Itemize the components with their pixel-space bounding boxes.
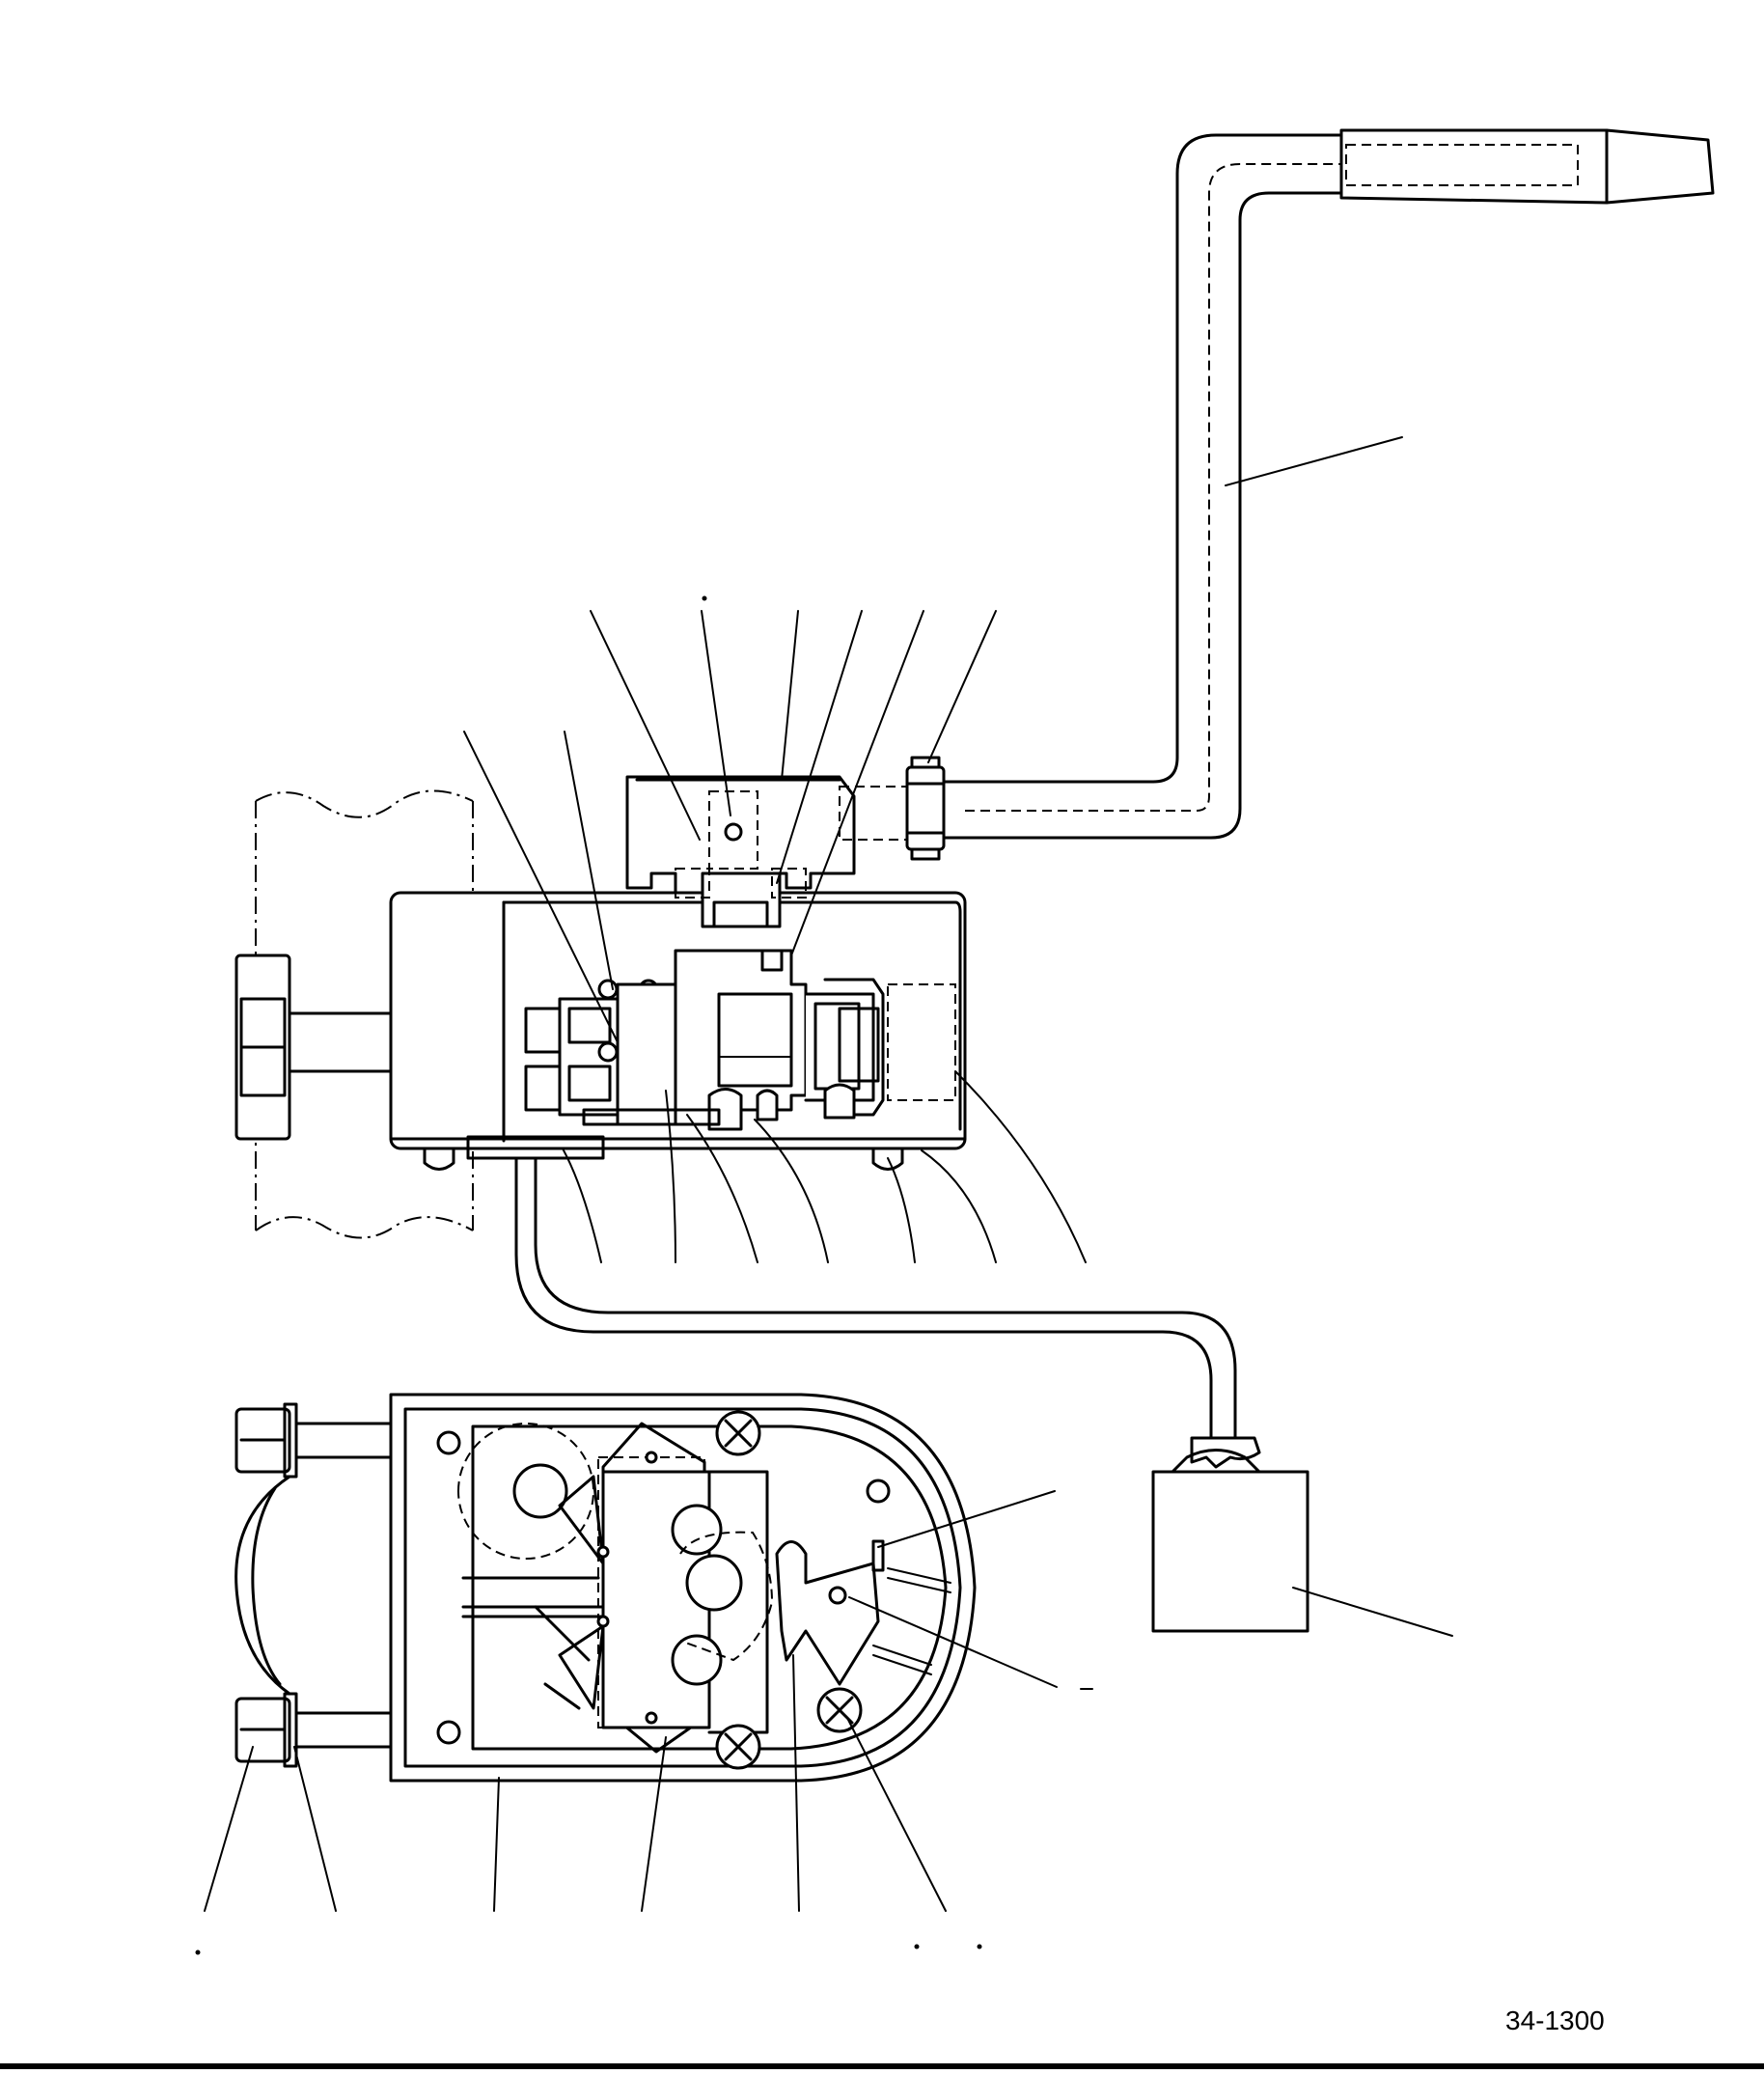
clamp-bolt-lower-bottom [234, 1692, 393, 1768]
clamp-bolt-upper [234, 954, 393, 1141]
cam-lever [775, 1539, 951, 1686]
handle-grip [1339, 128, 1715, 205]
stray-marks [195, 595, 982, 1955]
internal-plate-lower [457, 1422, 774, 1754]
cross-screw-bottom [715, 1724, 761, 1770]
internal-mechanism [524, 949, 956, 1131]
clamp-bolt-lower-top [234, 1402, 393, 1479]
leader-lines [204, 436, 1453, 1912]
hose-nut [905, 756, 946, 861]
cross-screw-top [715, 1410, 761, 1456]
solenoid-hose [514, 1156, 1237, 1440]
solenoid-box [1151, 1436, 1309, 1633]
figure-number: 34-1300 [1505, 2005, 1605, 2035]
cross-screw-right [816, 1687, 863, 1733]
bottom-rule [0, 2063, 1764, 2069]
handle-hose [942, 133, 1343, 840]
